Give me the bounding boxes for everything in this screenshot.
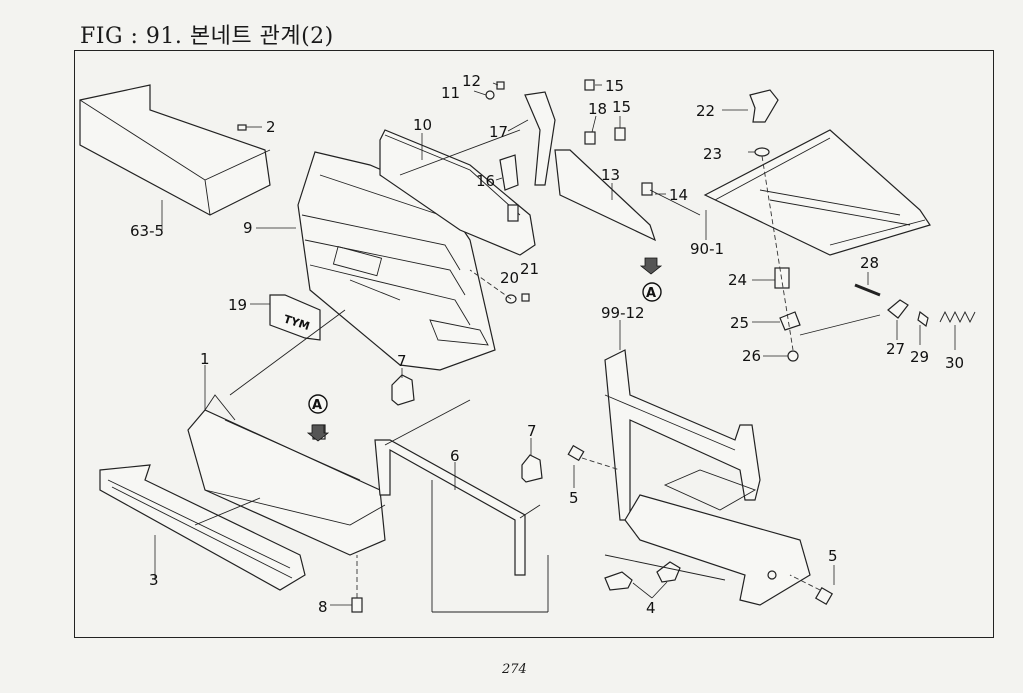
leader-12 xyxy=(492,82,499,86)
label-part-12: 12 xyxy=(462,72,481,90)
callout-a-marker-right: A xyxy=(639,257,663,302)
clip-part-21 xyxy=(521,293,530,302)
washer-23 xyxy=(754,147,770,157)
pin-29 xyxy=(917,310,929,328)
label-part-19: 19 xyxy=(228,296,247,314)
latch-bracket-assembly xyxy=(485,79,657,242)
label-part-20: 20 xyxy=(500,269,519,287)
spring-30 xyxy=(939,310,976,324)
label-part-27: 27 xyxy=(886,340,905,358)
label-part-4: 4 xyxy=(646,599,656,617)
support-frame xyxy=(604,349,811,606)
label-part-21: 21 xyxy=(520,260,539,278)
side-cover-panel xyxy=(79,84,271,216)
bolt-part-8 xyxy=(351,555,363,613)
label-part-24: 24 xyxy=(728,271,747,289)
label-part-7a: 7 xyxy=(397,352,407,370)
label-part-25: 25 xyxy=(730,314,749,332)
label-part-3: 3 xyxy=(149,571,159,589)
label-part-14: 14 xyxy=(669,186,688,204)
label-part-5a: 5 xyxy=(569,489,579,507)
assembly-line-20 xyxy=(469,269,512,300)
latch-hook-27 xyxy=(887,299,909,319)
bracket-parts-4 xyxy=(604,561,681,591)
leader-4b xyxy=(651,581,668,599)
upper-grille-cover xyxy=(379,129,536,256)
label-part-9: 9 xyxy=(243,219,253,237)
spring-24 xyxy=(774,267,790,289)
nut-26 xyxy=(787,350,799,362)
label-part-2: 2 xyxy=(266,118,276,136)
label-part-15b: 15 xyxy=(612,98,631,116)
label-part-1: 1 xyxy=(200,350,210,368)
label-part-15a: 15 xyxy=(605,77,624,95)
label-part-16: 16 xyxy=(476,172,495,190)
label-part-30: 30 xyxy=(945,354,964,372)
bolt-5-left xyxy=(567,444,621,471)
label-part-17: 17 xyxy=(489,123,508,141)
leader-16 xyxy=(495,177,503,181)
label-part-99-12: 99-12 xyxy=(601,304,645,322)
clip-part-2 xyxy=(237,124,262,131)
label-part-26: 26 xyxy=(742,347,761,365)
bolt-5-right xyxy=(789,574,834,606)
label-part-11: 11 xyxy=(441,84,460,102)
label-part-13: 13 xyxy=(601,166,620,184)
latch-block-25 xyxy=(779,311,801,331)
leader-18 xyxy=(591,115,597,133)
label-part-7b: 7 xyxy=(527,422,537,440)
hood-panel xyxy=(703,129,931,256)
callout-a-text-left: A xyxy=(312,398,322,413)
label-part-6: 6 xyxy=(450,447,460,465)
label-part-18: 18 xyxy=(588,100,607,118)
page-number: 274 xyxy=(502,662,527,677)
callout-a-marker-left: A xyxy=(306,394,330,442)
label-part-5b: 5 xyxy=(828,547,838,565)
leader-11 xyxy=(473,90,487,96)
label-part-10: 10 xyxy=(413,116,432,134)
label-part-8: 8 xyxy=(318,598,328,616)
diagram-frame xyxy=(74,50,994,638)
label-part-29: 29 xyxy=(910,348,929,366)
assembly-reference-lines xyxy=(194,129,881,613)
label-part-63-5: 63-5 xyxy=(130,222,164,240)
rod-28 xyxy=(854,283,881,297)
bracket-7b xyxy=(521,454,543,483)
leader-17 xyxy=(507,119,529,132)
label-part-22: 22 xyxy=(696,102,715,120)
tym-badge: TYM xyxy=(269,294,321,341)
label-part-23: 23 xyxy=(703,145,722,163)
hood-latch-axis xyxy=(761,155,794,351)
figure-title: FIG : 91. 본네트 관계(2) xyxy=(80,24,334,49)
part-number-labels: 2 63-5 9 10 11 12 15 18 15 17 13 16 14 2… xyxy=(130,72,964,617)
leader-4a xyxy=(632,582,653,599)
mounting-frame xyxy=(374,399,541,576)
bracket-7a xyxy=(391,374,415,406)
lower-skirt xyxy=(99,464,306,591)
label-part-90-1: 90-1 xyxy=(690,240,724,258)
label-part-28: 28 xyxy=(860,254,879,272)
hood-handle-22 xyxy=(749,89,779,123)
callout-a-text-right: A xyxy=(646,286,656,301)
